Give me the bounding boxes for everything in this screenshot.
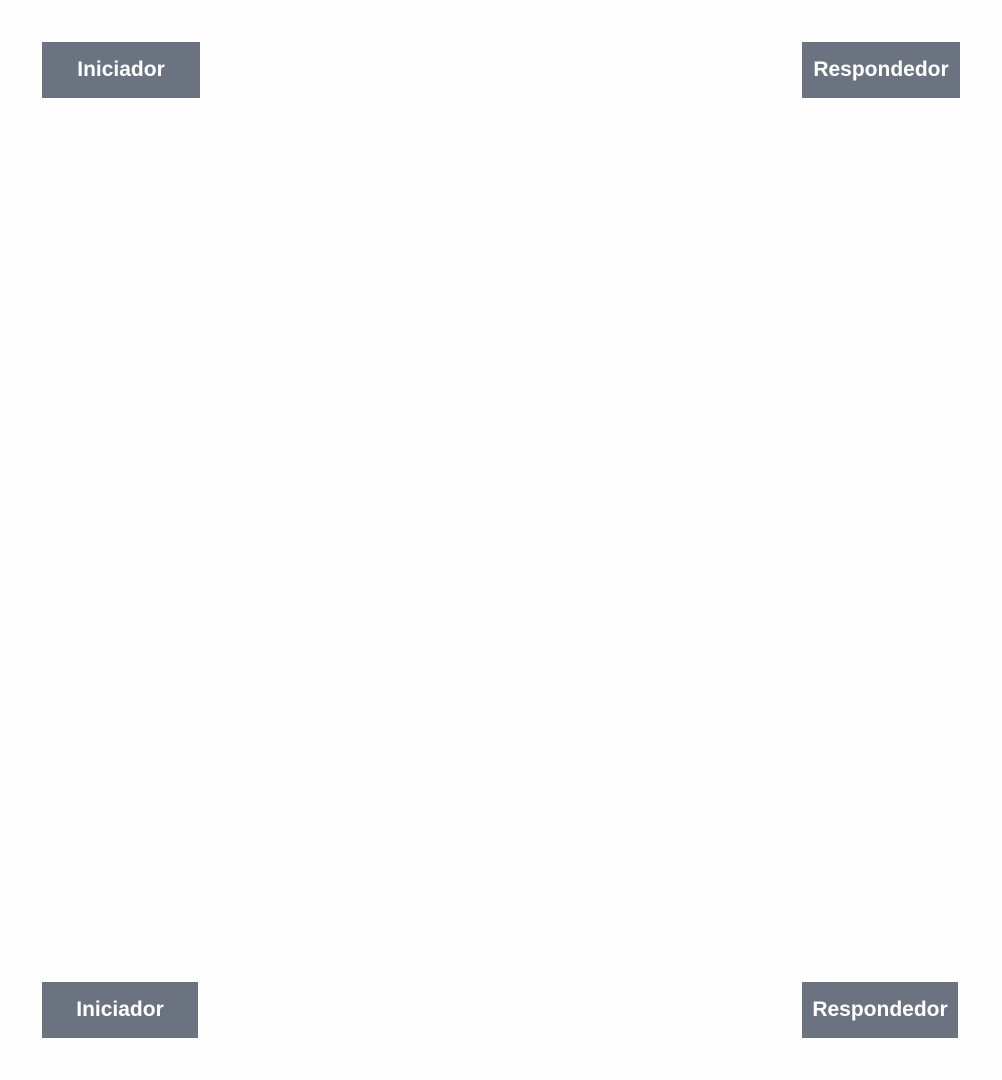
participant-iniciador-bottom: Iniciador [42,982,198,1038]
participant-respondedor-top: Respondedor [802,42,960,98]
participant-iniciador-top: Iniciador [42,42,200,98]
participant-respondedor-bottom: Respondedor [802,982,958,1038]
